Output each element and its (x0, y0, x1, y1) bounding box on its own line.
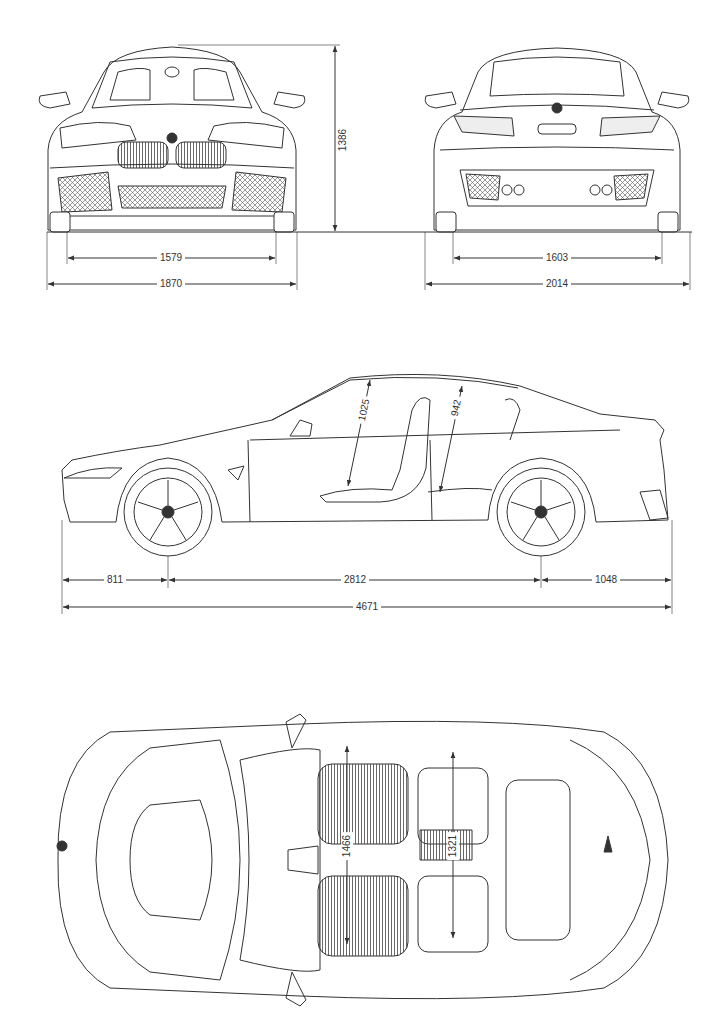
dimension-label: 1321 (447, 832, 459, 860)
side-view (62, 374, 668, 556)
dimension-label: 811 (104, 574, 126, 586)
dimension-label: 1048 (592, 574, 620, 586)
dimension-label: 4671 (353, 601, 381, 613)
top-view (57, 714, 668, 1006)
front-view (39, 47, 305, 232)
side-dimensions (62, 520, 672, 614)
dimension-label: 2014 (543, 278, 571, 290)
dimension-label: 1603 (543, 252, 571, 264)
dimension-label: 2812 (341, 574, 369, 586)
dimension-label: 1466 (341, 832, 353, 860)
rear-view (425, 48, 689, 232)
dimension-label: 1870 (157, 278, 185, 290)
dimension-label: 1386 (337, 126, 349, 154)
front-rear-dimensions (47, 45, 692, 290)
dimension-label: 1579 (157, 252, 185, 264)
